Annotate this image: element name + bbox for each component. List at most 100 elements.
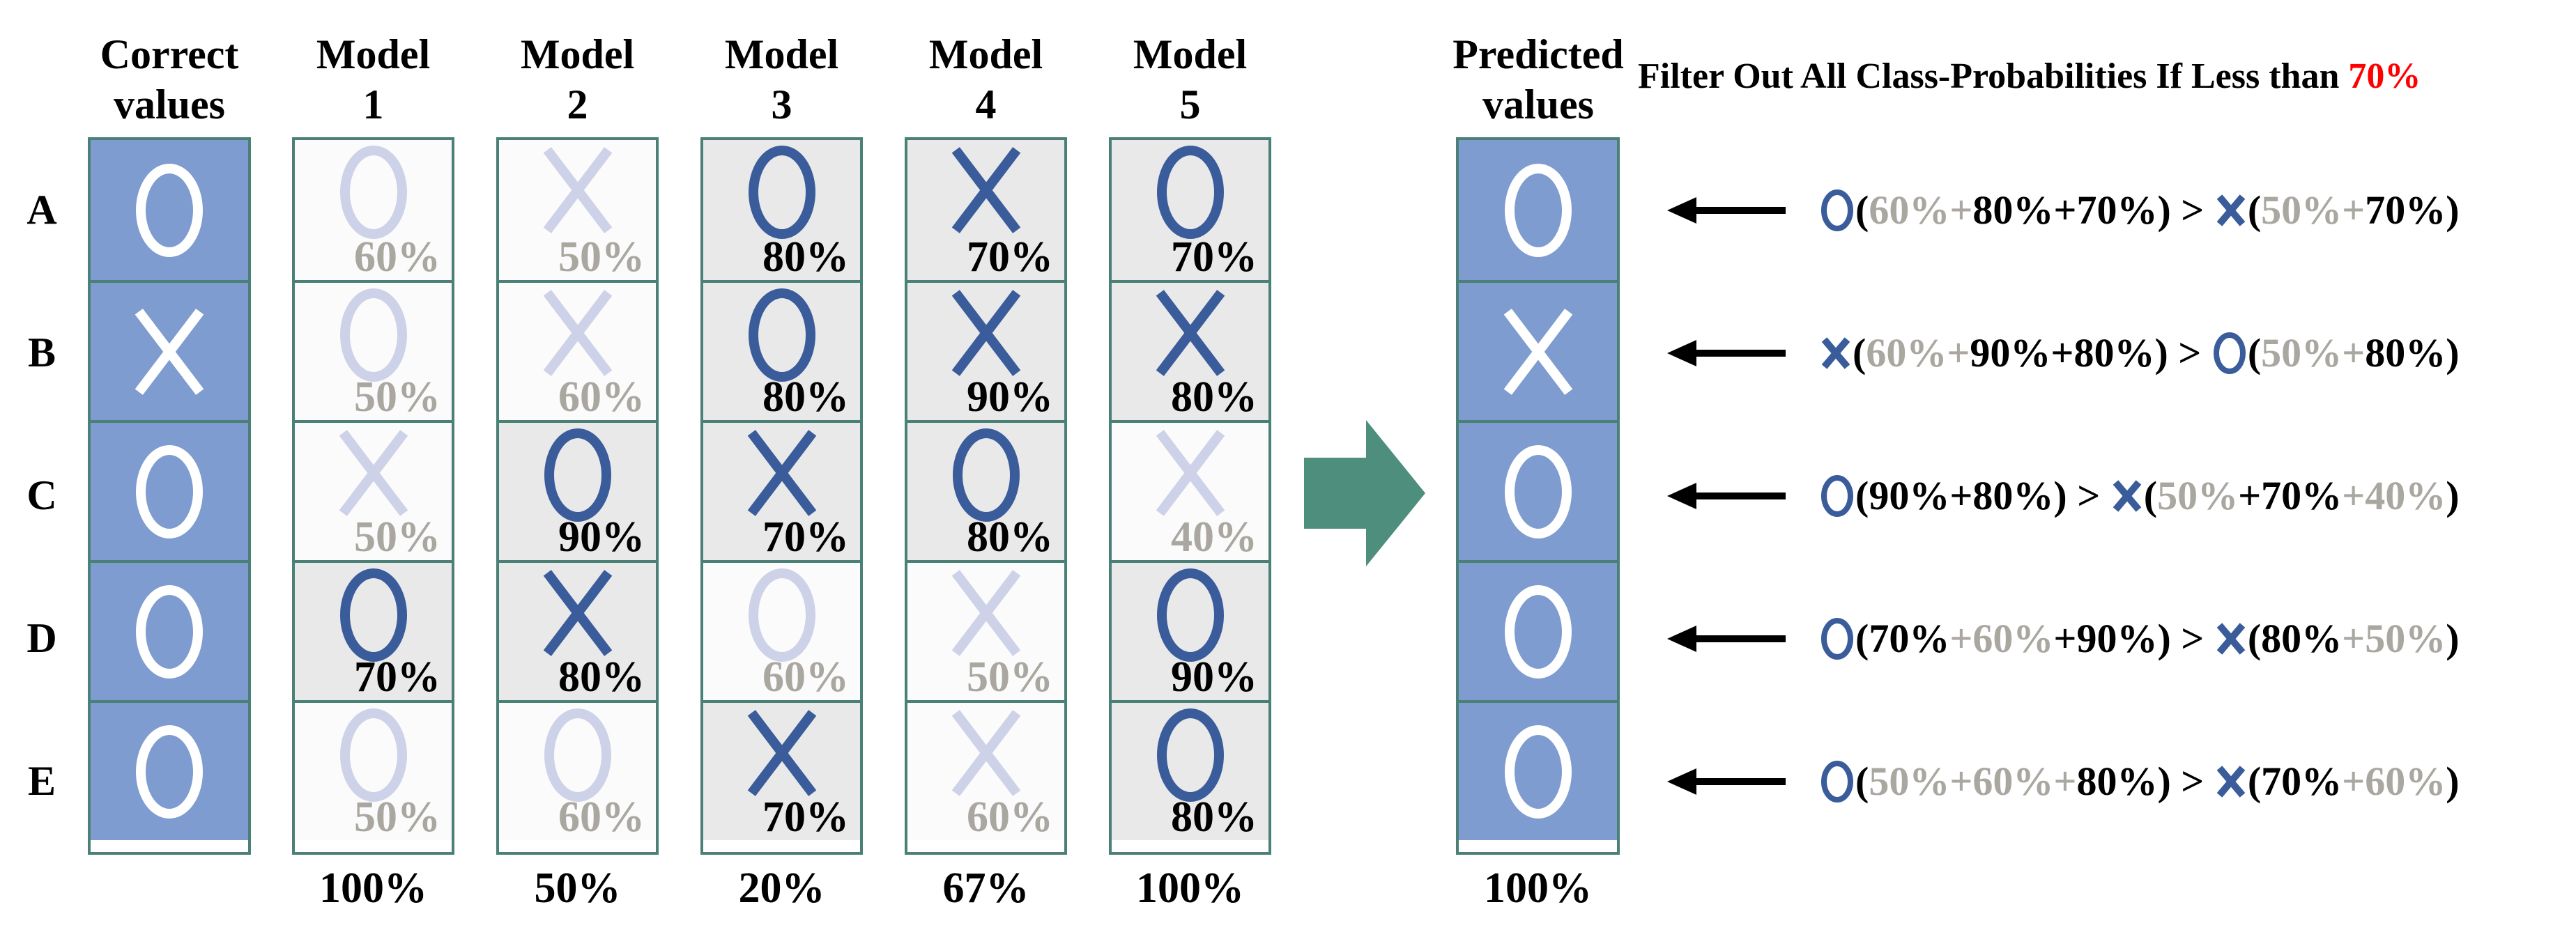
cell-probability: 60%: [967, 793, 1053, 841]
correct-values-header-line2: values: [113, 82, 226, 127]
cross-symbol-icon: [1156, 288, 1225, 378]
formula-token: (: [1855, 758, 1869, 804]
model-4-cell-E: 60%: [907, 700, 1064, 840]
formula-row-D: (70%+60%+90%) > (80%+50%): [1666, 600, 2460, 677]
cross-symbol-icon: [1821, 336, 1850, 370]
cross-symbol-icon: [951, 708, 1021, 798]
formula-token: +: [2342, 187, 2366, 233]
row-label-B: B: [27, 329, 56, 375]
circle-symbol-icon: [136, 724, 203, 819]
formula-token: 60%: [1869, 187, 1950, 233]
circle-symbol-icon: [544, 708, 611, 802]
circle-symbol-icon: [748, 146, 815, 239]
circle-symbol-icon: [1156, 568, 1224, 662]
cell-probability: 80%: [762, 373, 849, 421]
model-1-cell-D: 70%: [295, 560, 452, 700]
cross-symbol-icon: [135, 307, 204, 396]
formula-token: ) >: [2154, 329, 2211, 375]
left-arrow-icon: [1666, 621, 1786, 657]
model-5-header-line2: 5: [1179, 82, 1201, 127]
formula-token: (: [2247, 329, 2262, 375]
left-arrow-icon: [1666, 478, 1786, 514]
formula-token: 60%: [2365, 758, 2446, 804]
cell-probability: 80%: [1171, 793, 1257, 841]
cross-symbol-icon: [543, 288, 613, 378]
cell-probability: 70%: [967, 233, 1053, 281]
cell-probability: 50%: [558, 233, 645, 281]
formula-token: 80%: [2076, 758, 2158, 804]
model-5-cell-B: 80%: [1112, 280, 1268, 420]
circle-symbol-icon: [1821, 189, 1853, 231]
diagram-title: Filter Out All Class-Probabilities If Le…: [1638, 56, 2421, 97]
cell-probability: 70%: [762, 793, 849, 841]
model-4-cell-B: 90%: [907, 280, 1064, 420]
formula-token: +: [2053, 758, 2077, 804]
formula-token: 70%: [2076, 187, 2158, 233]
row-label-E: E: [27, 758, 56, 804]
formula-token: ): [2446, 329, 2460, 375]
model-1-cell-A: 60%: [295, 140, 452, 280]
formula-token: ): [2446, 615, 2460, 661]
model-5-cell-E: 80%: [1112, 700, 1268, 840]
predicted-values-header-line1: Predicted: [1452, 31, 1624, 77]
title-threshold: 70%: [2348, 56, 2421, 96]
model-1-accuracy: 100%: [319, 864, 427, 912]
cross-symbol-icon: [543, 568, 613, 658]
formula-token: 50%: [1869, 758, 1950, 804]
formula-token: +: [2050, 329, 2074, 375]
cross-symbol-icon: [2216, 622, 2246, 656]
model-2-cell-B: 60%: [499, 280, 656, 420]
formula-token: 90%: [1869, 472, 1950, 518]
model-5-column: 70%80%40%90%80%: [1109, 137, 1271, 855]
cell-probability: 70%: [762, 513, 849, 561]
row-label-C: C: [26, 472, 57, 518]
circle-symbol-icon: [1821, 760, 1853, 802]
predicted-values-header: Predicted values: [1434, 29, 1643, 130]
model-2-header-line1: Model: [520, 31, 635, 77]
correct-cell-A: [91, 140, 248, 280]
circle-symbol-icon: [1821, 474, 1853, 517]
formula-token: 60%: [1866, 329, 1947, 375]
model-3-cell-B: 80%: [703, 280, 860, 420]
formula-token: (: [2143, 472, 2158, 518]
model-2-cell-E: 60%: [499, 700, 656, 840]
circle-symbol-icon: [136, 444, 203, 538]
cross-symbol-icon: [951, 568, 1021, 658]
formula-token: 70%: [2261, 472, 2343, 518]
formula-token: ): [2446, 758, 2460, 804]
correct-cell-C: [91, 420, 248, 560]
predicted-cell-E: [1459, 700, 1617, 840]
formula-token: 80%: [2261, 615, 2343, 661]
predicted-cell-D: [1459, 560, 1617, 700]
left-arrow-icon: [1666, 192, 1786, 228]
predicted-accuracy: 100%: [1484, 864, 1592, 912]
formula-token: ) >: [2157, 758, 2214, 804]
formula-token: +: [2342, 472, 2366, 518]
formula-row-E: (50%+60%+80%) > (70%+60%): [1666, 743, 2460, 820]
model-5-header-line1: Model: [1133, 31, 1248, 77]
cell-probability: 50%: [354, 373, 440, 421]
circle-symbol-icon: [748, 568, 815, 662]
model-5-header: Model 5: [1109, 29, 1271, 130]
row-label-D: D: [26, 615, 57, 661]
cross-symbol-icon: [2216, 765, 2246, 798]
formula-token: +: [2342, 758, 2366, 804]
circle-symbol-icon: [136, 584, 203, 679]
formula-token: 50%: [2365, 615, 2446, 661]
formula-token: 50%: [2261, 187, 2343, 233]
model-2-accuracy: 50%: [534, 864, 621, 912]
cross-symbol-icon: [1156, 428, 1225, 518]
model-5-cell-A: 70%: [1112, 140, 1268, 280]
model-2-cell-C: 90%: [499, 420, 656, 560]
formula-token: +: [1949, 758, 1973, 804]
circle-symbol-icon: [2213, 332, 2246, 374]
cross-symbol-icon: [2216, 194, 2246, 227]
correct-values-header: Correct values: [65, 29, 274, 130]
formula-token: +: [1947, 329, 1970, 375]
circle-symbol-icon: [339, 568, 407, 662]
cell-probability: 80%: [558, 653, 645, 701]
model-1-column: 60%50%50%70%50%: [292, 137, 454, 855]
model-1-header-line2: 1: [362, 82, 384, 127]
